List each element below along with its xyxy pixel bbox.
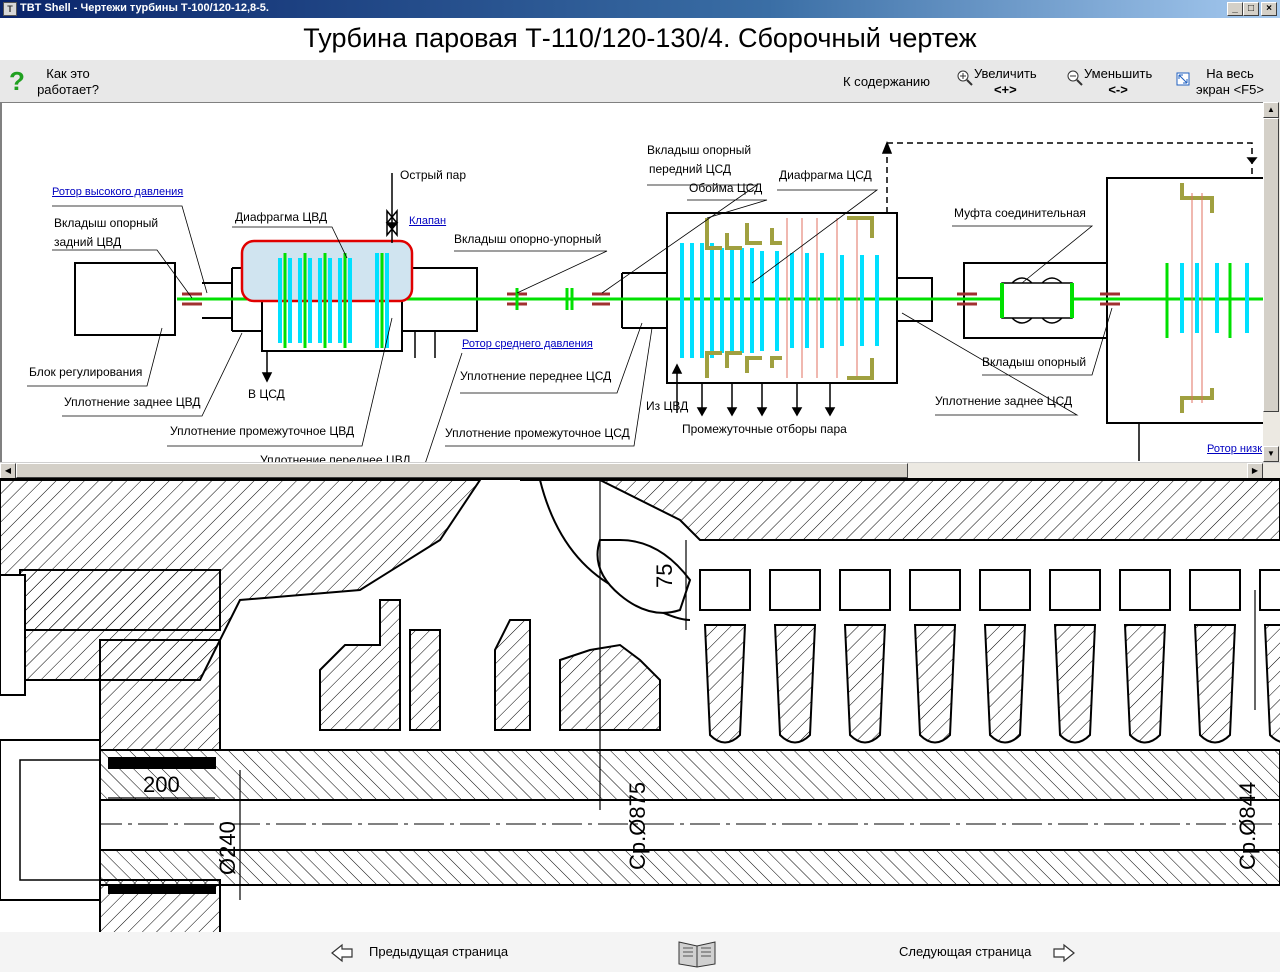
thrust-bearing-label: Вкладыш опорно-упорный <box>454 232 602 246</box>
live-steam-label: Острый пар <box>400 168 467 182</box>
ip-front-seal-label: Уплотнение переднее ЦСД <box>460 369 612 383</box>
from-hp-label: Из ЦВД <box>646 399 689 413</box>
dim-875: Ср.Ø875 <box>625 782 650 870</box>
extractions-label: Промежуточные отборы пара <box>682 422 847 436</box>
coupling-label: Муфта соединительная <box>954 206 1086 220</box>
blade-stage <box>983 624 1027 744</box>
hp-diaphragm-label: Диафрагма ЦВД <box>235 210 328 224</box>
fullscreen-icon[interactable] <box>1176 72 1190 86</box>
blade-stage <box>1263 624 1280 743</box>
help-button[interactable]: Как это работает? <box>28 66 108 98</box>
zoom-out-button[interactable]: Уменьшить <-> <box>1084 66 1152 98</box>
book-icon[interactable] <box>677 936 717 968</box>
help-label-line2: работает? <box>37 82 99 97</box>
window-title: TBT Shell - Чертежи турбины Т-100/120-12… <box>20 2 269 14</box>
prev-page-button[interactable]: Предыдущая страница <box>369 944 509 959</box>
blade-stage <box>1053 624 1097 744</box>
fullscreen-shortcut: экран <F5> <box>1196 82 1264 97</box>
footer-nav: Предыдущая страница Следующая страница <box>0 932 1280 972</box>
next-page-button[interactable]: Следующая страница <box>899 944 1032 959</box>
contents-link[interactable]: К содержанию <box>843 74 930 89</box>
scroll-left-button[interactable]: ◀ <box>0 463 16 479</box>
scroll-up-button[interactable]: ▲ <box>1263 102 1279 118</box>
blade-stage <box>843 624 887 744</box>
zoom-out-shortcut: <-> <box>1108 82 1128 97</box>
ip-mid-seal-label: Уплотнение промежуточное ЦСД <box>445 426 630 440</box>
stage-shroud <box>839 569 891 611</box>
zoom-out-label: Уменьшить <box>1084 66 1153 81</box>
help-button-icon-wrap[interactable]: ? <box>6 66 28 98</box>
question-icon: ? <box>9 66 25 96</box>
ip-rear-seal-label: Уплотнение заднее ЦСД <box>935 394 1073 408</box>
dim-75: 75 <box>652 564 677 588</box>
close-button[interactable]: × <box>1261 2 1277 16</box>
ip-holder-label: Обойма ЦСД <box>689 181 763 195</box>
scheme-diagram <box>27 140 1264 462</box>
arrow-right-icon[interactable] <box>1052 943 1076 963</box>
horizontal-scroll-thumb[interactable] <box>16 463 908 478</box>
turbine-stages <box>699 569 1280 744</box>
blade-stage <box>1123 624 1167 744</box>
bearing-label: Вкладыш опорный <box>982 355 1087 369</box>
ip-front-bearing-label-2: передний ЦСД <box>649 162 732 176</box>
stage-shroud <box>1259 569 1280 611</box>
dim-844: Ср.Ø844 <box>1235 782 1260 870</box>
fullscreen-button[interactable]: На весь экран <F5> <box>1196 66 1264 98</box>
scheme-vertical-scrollbar[interactable]: ▲ ▼ <box>1263 102 1280 462</box>
zoom-in-button[interactable]: Увеличить <+> <box>974 66 1037 98</box>
stage-shroud <box>979 569 1031 611</box>
valve-link[interactable]: Клапан <box>409 215 447 227</box>
arrow-left-icon[interactable] <box>330 943 354 963</box>
blade-stage <box>773 624 817 744</box>
app-icon: T <box>3 2 17 16</box>
zoom-in-shortcut: <+> <box>993 82 1017 97</box>
assembly-drawing: 200 Ø240 Ср.Ø875 Ср.Ø844 75 <box>0 478 1280 932</box>
stage-shroud <box>769 569 821 611</box>
hp-mid-seal-label: Уплотнение промежуточное ЦВД <box>170 424 355 438</box>
to-ip-label: В ЦСД <box>248 387 285 401</box>
hp-front-seal-label: Уплотнение переднее ЦВД <box>260 453 411 462</box>
control-block-box <box>74 262 176 336</box>
help-label-line1: Как это <box>46 66 90 81</box>
minimize-button[interactable]: _ <box>1227 2 1243 16</box>
stage-shroud <box>1189 569 1241 611</box>
ip-diaphragm-label: Диафрагма ЦСД <box>779 168 872 182</box>
rear-bearing-hp-label-2: задний ЦВД <box>54 235 122 249</box>
stage-shroud <box>699 569 751 611</box>
dim-200: 200 <box>143 772 180 797</box>
window-titlebar: T TBT Shell - Чертежи турбины Т-100/120-… <box>0 0 1280 18</box>
zoom-in-label: Увеличить <box>974 66 1037 81</box>
stage-shroud <box>909 569 961 611</box>
lp-rotor-link[interactable]: Ротор низк <box>1207 443 1263 455</box>
maximize-button[interactable]: □ <box>1243 2 1259 16</box>
control-block-label: Блок регулирования <box>29 365 143 379</box>
stage-shroud <box>1049 569 1101 611</box>
page-title: Турбина паровая Т-110/120-130/4. Сборочн… <box>0 18 1280 60</box>
zoom-out-icon[interactable] <box>1067 70 1083 86</box>
vertical-scroll-thumb[interactable] <box>1263 118 1279 412</box>
hp-rotor-link[interactable]: Ротор высокого давления <box>52 186 184 198</box>
drawing-svg: 200 Ø240 Ср.Ø875 Ср.Ø844 75 <box>0 480 1280 932</box>
ip-front-bearing-label-1: Вкладыш опорный <box>647 143 752 157</box>
scroll-right-button[interactable]: ▶ <box>1247 463 1263 479</box>
fullscreen-label: На весь <box>1206 66 1254 81</box>
dim-240: Ø240 <box>215 821 240 875</box>
zoom-in-icon[interactable] <box>957 70 973 86</box>
svg-text:?: ? <box>9 66 25 96</box>
blade-stage <box>1193 624 1237 744</box>
scheme-horizontal-scrollbar[interactable]: ◀ ▶ <box>0 462 1280 479</box>
rear-bearing-hp-label-1: Вкладыш опорный <box>54 216 159 230</box>
blade-stage <box>913 624 957 744</box>
blade-stage <box>703 624 747 744</box>
stage-shroud <box>1119 569 1171 611</box>
hp-rear-seal-label: Уплотнение заднее ЦВД <box>64 395 201 409</box>
turbine-scheme: Ротор высокого давления Вкладыш опорный … <box>0 102 1280 462</box>
toolbar: ? Как это работает? К содержанию Увеличи… <box>0 60 1280 102</box>
scroll-down-button[interactable]: ▼ <box>1263 446 1279 462</box>
ip-rotor-link[interactable]: Ротор среднего давления <box>462 338 593 350</box>
